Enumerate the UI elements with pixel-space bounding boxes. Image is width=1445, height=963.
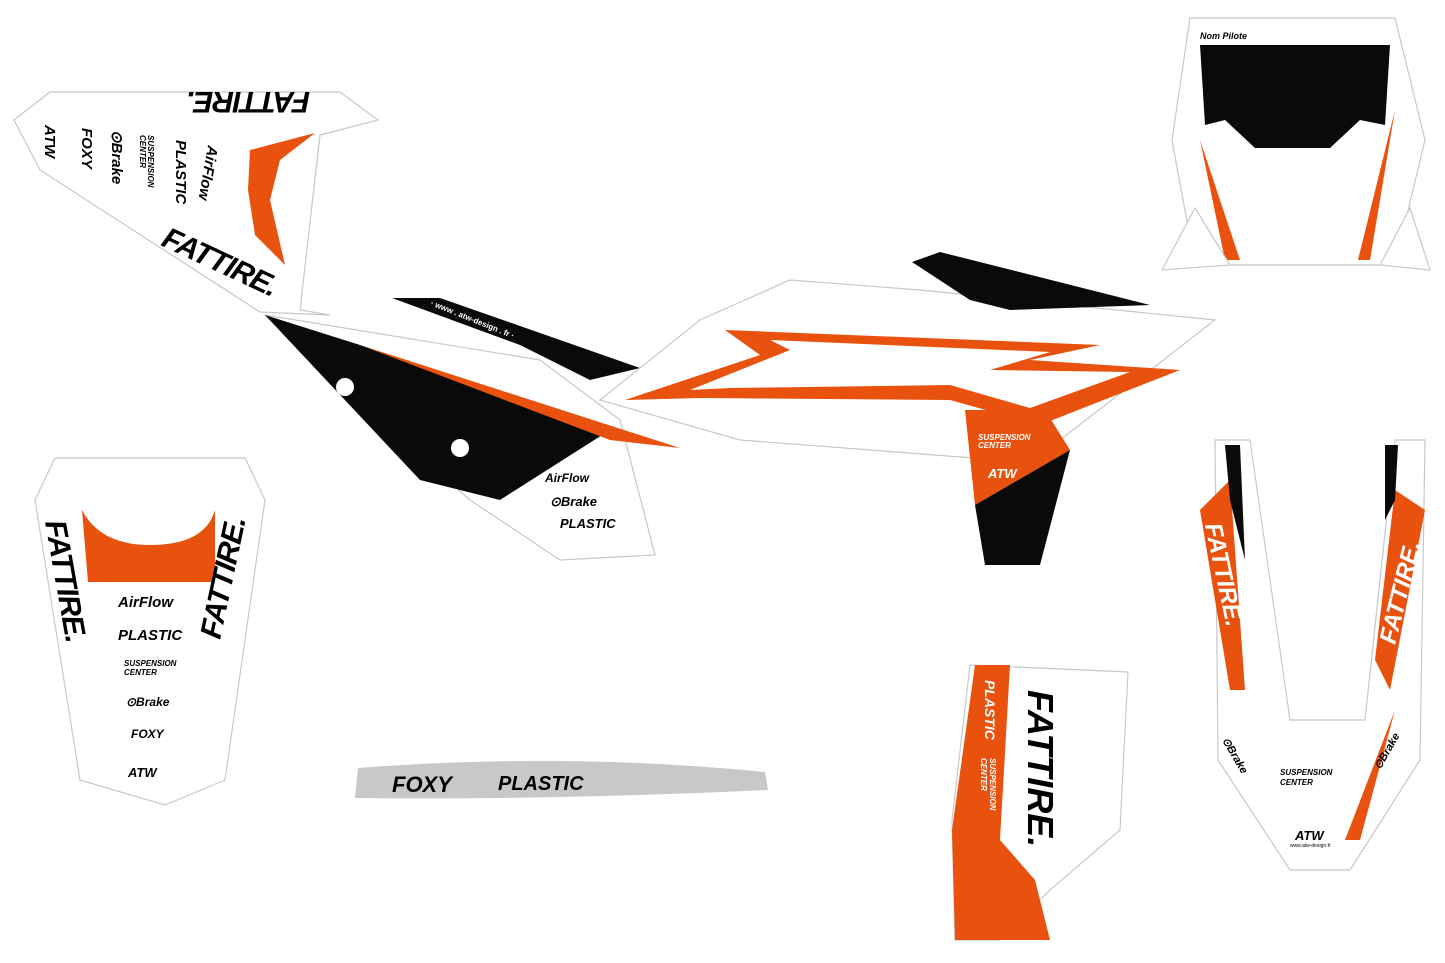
fattire-logo: FATTIRE. — [187, 85, 310, 118]
atw-logo: ATW — [987, 466, 1018, 481]
suspension-logo: SUSPENSION — [124, 659, 177, 668]
front-fender: FATTIRE. FATTIRE. ⊙Brake ⊙Brake SUSPENSI… — [1199, 439, 1426, 871]
brake-logo: ⊙Brake — [108, 130, 125, 184]
rear-side-panel: FATTIRE. FATTIRE. ATW FOXY ⊙Brake SUSPEN… — [13, 85, 380, 316]
website-text: · www . atw-design . fr · — [429, 299, 515, 341]
plastic-logo: PLASTIC — [982, 680, 998, 741]
plastic-logo: PLASTIC — [498, 773, 584, 795]
foxy-logo: FOXY — [392, 772, 454, 797]
suspension-logo: SUSPENSION — [978, 433, 1031, 442]
center-logo: CENTER — [979, 758, 988, 791]
atw-logo: ATW — [41, 124, 58, 160]
suspension-logo: SUSPENSION — [988, 758, 997, 811]
center-logo: CENTER — [138, 135, 147, 168]
airbox-panel: AirFlow ⊙Brake PLASTIC — [263, 314, 680, 561]
plastic-logo: PLASTIC — [560, 516, 616, 531]
atw-url: www.atw-design.fr — [1290, 843, 1331, 849]
front-number-plate: Nom Pilote — [1160, 17, 1431, 271]
brake-logo: ⊙Brake — [550, 494, 597, 509]
plastic-logo: PLASTIC — [172, 140, 189, 205]
center-logo: CENTER — [124, 668, 157, 677]
seat-cover: FOXY PLASTIC — [355, 760, 768, 799]
atw-logo: ATW — [1294, 828, 1325, 843]
fattire-logo: FATTIRE. — [1020, 690, 1061, 847]
rider-name: Nom Pilote — [1200, 31, 1247, 41]
fork-guard: PLASTIC SUSPENSION CENTER FATTIRE. — [951, 664, 1129, 941]
brake-logo: ⊙Brake — [126, 695, 170, 709]
suspension-logo: SUSPENSION — [146, 135, 155, 188]
center-logo: CENTER — [1280, 778, 1313, 787]
airflow-logo: AirFlow — [544, 471, 590, 485]
foxy-logo: FOXY — [78, 128, 95, 171]
center-logo: CENTER — [978, 441, 1011, 450]
suspension-logo: SUSPENSION — [1280, 768, 1333, 777]
foxy-logo: FOXY — [131, 727, 165, 741]
radiator-shroud: SUSPENSION CENTER ATW — [598, 252, 1217, 565]
rear-fender: FATTIRE. FATTIRE. AirFlow PLASTIC SUSPEN… — [34, 457, 266, 806]
airflow-logo: AirFlow — [117, 594, 174, 611]
plastic-logo: PLASTIC — [118, 627, 183, 644]
atw-logo: ATW — [127, 765, 158, 780]
